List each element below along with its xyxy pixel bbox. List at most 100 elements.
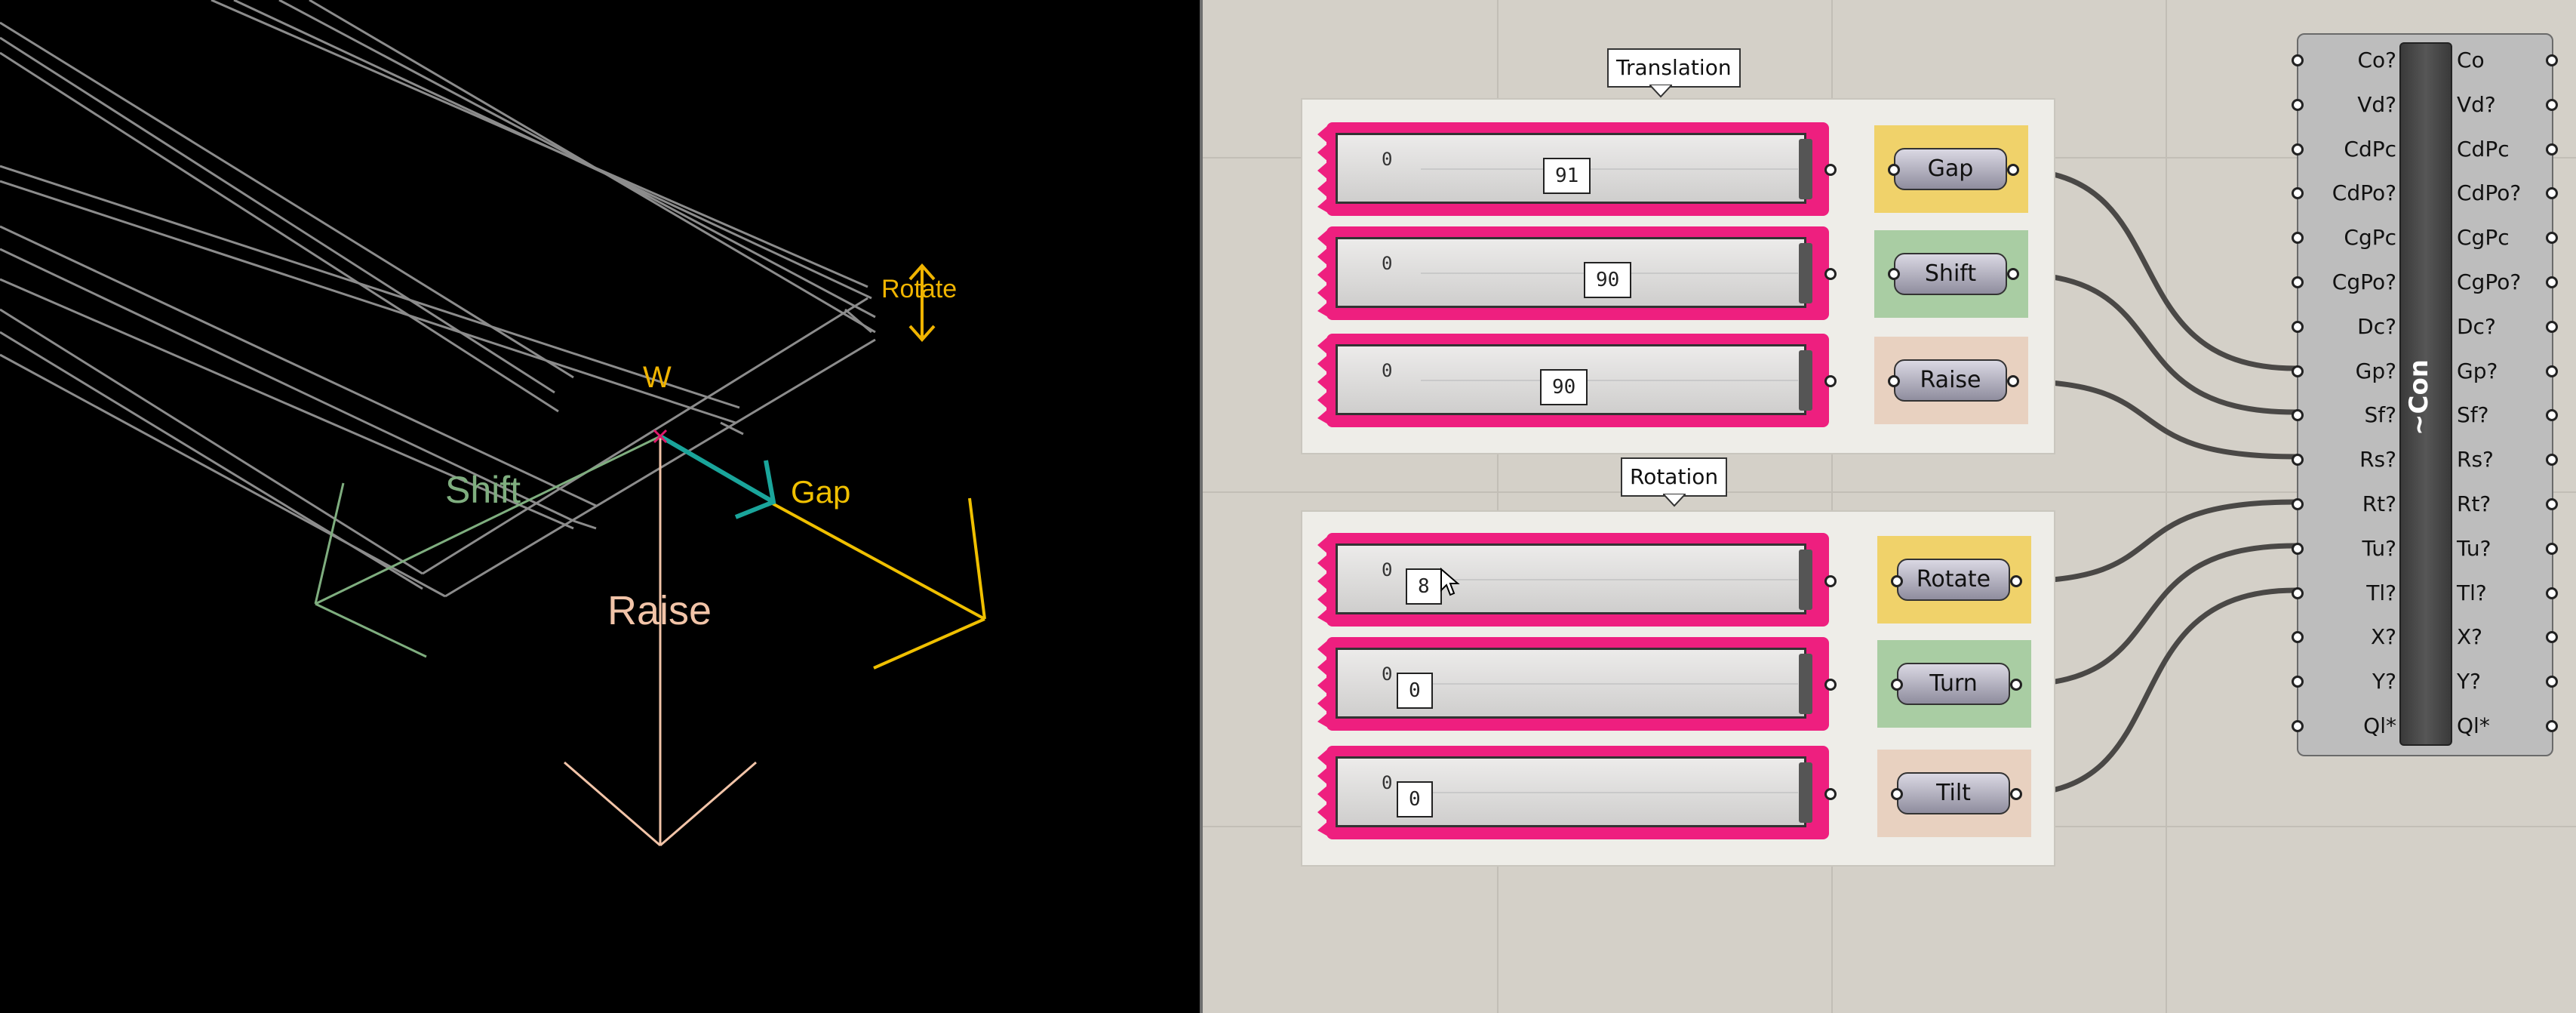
tilt-slider[interactable]: 0 0 (1314, 746, 1831, 839)
input-grip[interactable] (2292, 276, 2304, 288)
param-label[interactable]: Turn (1897, 663, 2010, 705)
input-grip[interactable] (2292, 320, 2304, 333)
output-grip[interactable] (2546, 720, 2558, 732)
input-grip[interactable] (2292, 98, 2304, 111)
panel-divider[interactable] (1200, 0, 1203, 1013)
input-port-label[interactable]: CdPc (2344, 136, 2396, 162)
input-grip[interactable] (2292, 676, 2304, 688)
input-port-label[interactable]: Rs? (2359, 447, 2396, 473)
slider-track-area[interactable]: 0 0 (1336, 648, 1806, 719)
input-port-label[interactable]: Dc? (2357, 313, 2396, 339)
output-grip[interactable] (1824, 268, 1837, 280)
input-grip[interactable] (2292, 143, 2304, 155)
input-port-label[interactable]: CgPo? (2332, 269, 2396, 294)
input-grip[interactable] (2292, 631, 2304, 644)
translation-group-label[interactable]: Translation (1607, 48, 1741, 88)
output-grip[interactable] (2010, 788, 2022, 800)
input-grip[interactable] (2292, 187, 2304, 200)
output-grip[interactable] (2546, 276, 2558, 288)
output-grip[interactable] (2546, 587, 2558, 599)
grasshopper-canvas[interactable]: Translation Rotation 0 91 0 90 0 90 (1203, 0, 2576, 1013)
output-port-label[interactable]: CgPo? (2457, 269, 2522, 294)
input-grip[interactable] (2292, 409, 2304, 422)
output-grip[interactable] (2546, 54, 2558, 66)
slider-value[interactable]: 0 (1397, 673, 1433, 709)
output-grip[interactable] (2546, 320, 2558, 333)
input-port-label[interactable]: CgPc (2344, 225, 2396, 251)
input-grip[interactable] (2292, 365, 2304, 377)
output-grip[interactable] (2546, 143, 2558, 155)
output-port-label[interactable]: Sf? (2457, 402, 2489, 428)
input-grip[interactable] (2292, 498, 2304, 510)
rhino-viewport[interactable]: Rotate W Shift Gap Raise (0, 0, 1200, 1013)
param-label[interactable]: Shift (1894, 253, 2007, 295)
output-port-label[interactable]: CgPc (2457, 225, 2510, 251)
input-grip[interactable] (2292, 720, 2304, 732)
rotate-param[interactable]: Rotate (1877, 536, 2031, 624)
output-grip[interactable] (1824, 679, 1837, 691)
output-grip[interactable] (1824, 575, 1837, 587)
output-grip[interactable] (2546, 542, 2558, 555)
input-grip[interactable] (2292, 587, 2304, 599)
input-port-label[interactable]: Vd? (2357, 91, 2396, 117)
output-grip[interactable] (2007, 268, 2019, 280)
output-grip[interactable] (2546, 232, 2558, 245)
input-grip[interactable] (1891, 575, 1903, 587)
input-port-label[interactable]: Tl? (2366, 580, 2396, 605)
output-port-label[interactable]: Rt? (2457, 491, 2491, 516)
output-port-label[interactable]: X? (2457, 624, 2483, 650)
input-grip[interactable] (1888, 164, 1900, 176)
tilt-param[interactable]: Tilt (1877, 750, 2031, 837)
slider-track-area[interactable]: 0 0 (1336, 756, 1806, 827)
slider-value[interactable]: 0 (1397, 781, 1433, 817)
output-port-label[interactable]: Dc? (2457, 313, 2496, 339)
input-grip[interactable] (1888, 375, 1900, 387)
param-label[interactable]: Tilt (1897, 772, 2010, 814)
input-port-label[interactable]: Tu? (2362, 535, 2396, 561)
output-grip[interactable] (1824, 375, 1837, 387)
input-port-label[interactable]: Rt? (2362, 491, 2396, 516)
output-grip[interactable] (2546, 676, 2558, 688)
rotation-group-label[interactable]: Rotation (1621, 457, 1728, 497)
param-label[interactable]: Raise (1894, 359, 2007, 402)
output-grip[interactable] (2546, 454, 2558, 466)
output-grip[interactable] (2546, 498, 2558, 510)
gap-param[interactable]: Gap (1874, 125, 2028, 213)
output-port-label[interactable]: Gp? (2457, 358, 2498, 383)
input-grip[interactable] (2292, 232, 2304, 245)
output-grip[interactable] (2010, 575, 2022, 587)
slider-track-area[interactable]: 0 91 (1336, 133, 1806, 204)
slider-value[interactable]: 91 (1543, 158, 1591, 194)
input-grip[interactable] (1891, 679, 1903, 691)
input-grip[interactable] (1891, 788, 1903, 800)
output-grip[interactable] (2546, 631, 2558, 644)
output-port-label[interactable]: Rs? (2457, 447, 2494, 473)
input-grip[interactable] (2292, 454, 2304, 466)
input-port-label[interactable]: X? (2370, 624, 2396, 650)
output-port-label[interactable]: CdPc (2457, 136, 2510, 162)
output-grip[interactable] (2546, 409, 2558, 422)
slider-track-area[interactable]: 0 90 (1336, 237, 1806, 308)
raise-slider[interactable]: 0 90 (1314, 334, 1831, 427)
output-port-label[interactable]: CdPo? (2457, 180, 2522, 206)
output-grip[interactable] (2007, 164, 2019, 176)
output-grip[interactable] (2546, 187, 2558, 200)
output-port-label[interactable]: Y? (2457, 669, 2481, 694)
raise-param[interactable]: Raise (1874, 337, 2028, 424)
shift-param[interactable]: Shift (1874, 230, 2028, 318)
input-grip[interactable] (2292, 54, 2304, 66)
output-grip[interactable] (2007, 375, 2019, 387)
component-body[interactable] (2399, 42, 2452, 746)
param-label[interactable]: Rotate (1897, 559, 2010, 601)
input-port-label[interactable]: Ql* (2363, 713, 2396, 738)
input-grip[interactable] (2292, 542, 2304, 555)
turn-slider[interactable]: 0 0 (1314, 637, 1831, 731)
output-grip[interactable] (2546, 365, 2558, 377)
param-label[interactable]: Gap (1894, 148, 2007, 190)
input-port-label[interactable]: Sf? (2364, 402, 2397, 428)
output-port-label[interactable]: Co (2457, 48, 2485, 72)
output-grip[interactable] (1824, 164, 1837, 176)
input-port-label[interactable]: Y? (2372, 669, 2396, 694)
output-grip[interactable] (1824, 788, 1837, 800)
